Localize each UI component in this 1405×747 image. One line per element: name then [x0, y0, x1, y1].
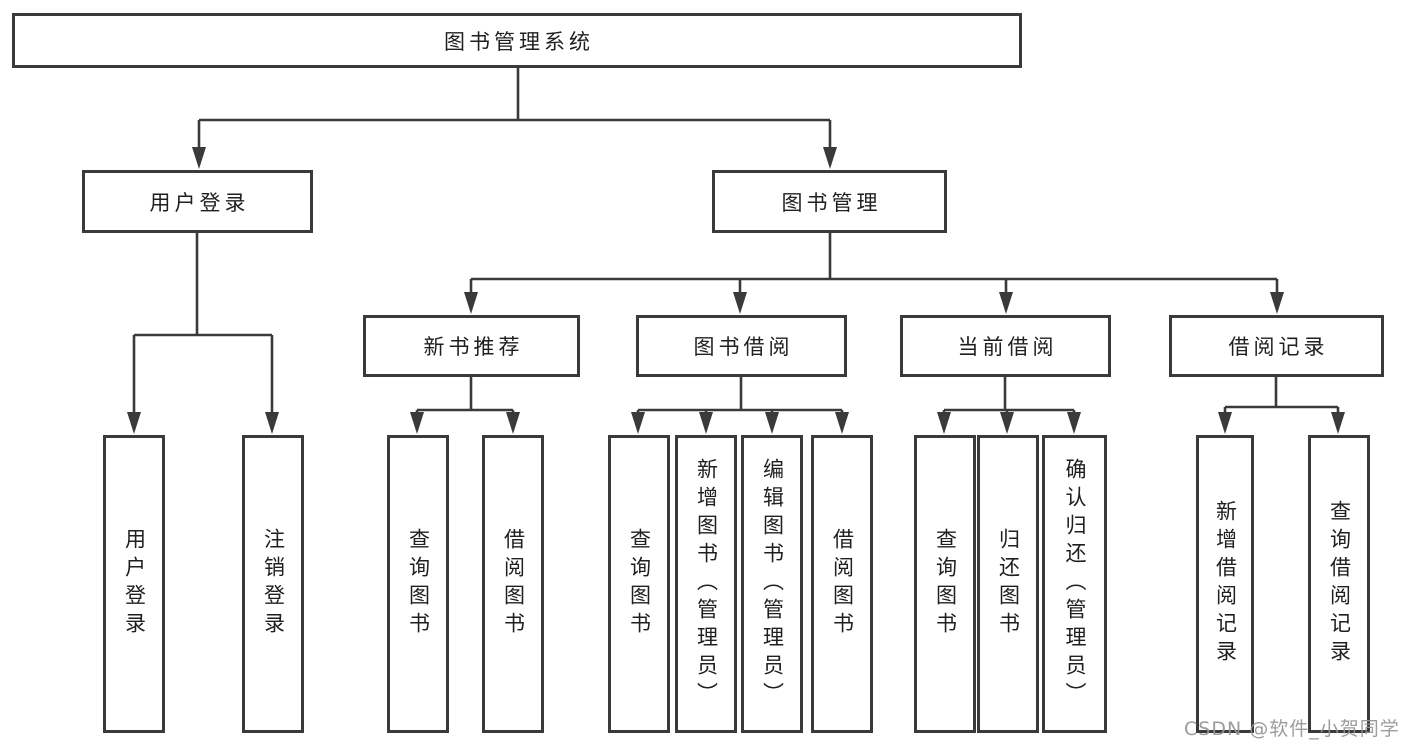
- node-leaf-query-borrow-record: 查询借阅记录: [1308, 435, 1370, 733]
- node-leaf-logout: 注销登录: [242, 435, 304, 733]
- node-current-borrow: 当前借阅: [900, 315, 1111, 377]
- node-user-login-label: 用户登录: [149, 190, 250, 215]
- node-system-root-label: 图书管理系统: [444, 29, 594, 54]
- node-leaf-add-borrow-record-label: 新增借阅记录: [1213, 500, 1238, 668]
- node-leaf-query-books-current: 查询图书: [914, 435, 976, 733]
- node-leaf-query-books-borrow-label: 查询图书: [627, 528, 652, 640]
- node-book-borrow: 图书借阅: [636, 315, 847, 377]
- node-leaf-query-books-borrow: 查询图书: [608, 435, 670, 733]
- node-book-management: 图书管理: [712, 170, 947, 233]
- node-leaf-query-books-recommend: 查询图书: [387, 435, 449, 733]
- node-user-login: 用户登录: [82, 170, 313, 233]
- node-leaf-borrow-books-label: 借阅图书: [830, 528, 855, 640]
- node-leaf-add-book-admin-label: 新增图书（管理员）: [694, 458, 719, 710]
- node-system-root: 图书管理系统: [12, 13, 1022, 68]
- node-leaf-borrow-books: 借阅图书: [811, 435, 873, 733]
- node-borrow-records: 借阅记录: [1169, 315, 1384, 377]
- node-leaf-return-book: 归还图书: [977, 435, 1039, 733]
- node-leaf-query-books-current-label: 查询图书: [933, 528, 958, 640]
- arrowheads: [127, 147, 1345, 434]
- node-leaf-confirm-return-admin-label: 确认归还（管理员）: [1063, 458, 1088, 710]
- node-leaf-borrow-books-recommend: 借阅图书: [482, 435, 544, 733]
- node-leaf-logout-label: 注销登录: [261, 528, 286, 640]
- node-current-borrow-label: 当前借阅: [957, 335, 1058, 359]
- node-new-book-recommend-label: 新书推荐: [423, 335, 524, 359]
- node-leaf-user-login: 用户登录: [103, 435, 165, 733]
- node-book-borrow-label: 图书借阅: [693, 335, 794, 359]
- node-leaf-add-book-admin: 新增图书（管理员）: [675, 435, 737, 733]
- node-leaf-return-book-label: 归还图书: [996, 528, 1021, 640]
- node-leaf-user-login-label: 用户登录: [122, 528, 147, 640]
- node-leaf-edit-book-admin-label: 编辑图书（管理员）: [760, 458, 785, 710]
- node-leaf-query-borrow-record-label: 查询借阅记录: [1327, 500, 1352, 668]
- node-book-management-label: 图书管理: [781, 190, 882, 215]
- node-leaf-borrow-books-recommend-label: 借阅图书: [501, 528, 526, 640]
- node-leaf-edit-book-admin: 编辑图书（管理员）: [741, 435, 803, 733]
- node-leaf-confirm-return-admin: 确认归还（管理员）: [1042, 435, 1107, 733]
- node-leaf-add-borrow-record: 新增借阅记录: [1196, 435, 1254, 733]
- watermark: CSDN @软件_小贺同学: [1184, 718, 1400, 740]
- node-new-book-recommend: 新书推荐: [363, 315, 580, 377]
- node-borrow-records-label: 借阅记录: [1228, 335, 1329, 359]
- node-leaf-query-books-recommend-label: 查询图书: [406, 528, 431, 640]
